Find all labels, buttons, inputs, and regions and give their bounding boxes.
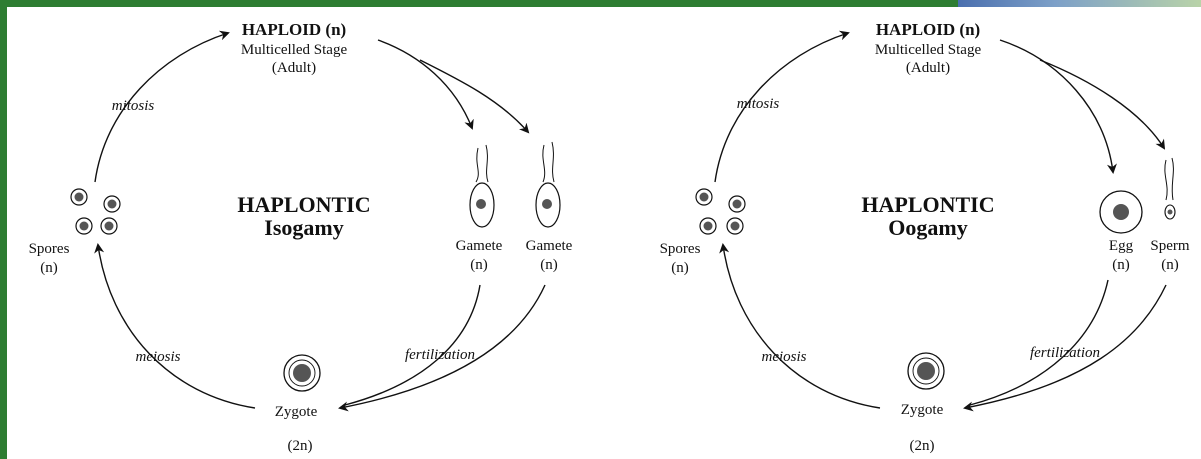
oogamy-diagram: HAPLOID (n) Multicelled Stage (Adult) HA… <box>660 20 1190 454</box>
mitosis-label: mitosis <box>112 98 155 114</box>
center-title: HAPLONTIC <box>861 192 994 217</box>
mitosis-label: mitosis <box>737 96 780 112</box>
fertilization-label: fertilization <box>1030 345 1100 361</box>
gamete-a-ploidy: (n) <box>470 257 488 273</box>
gamete-b-icon <box>535 141 561 228</box>
zygote-ploidy: (2n) <box>910 438 935 454</box>
sperm-label: Sperm <box>1150 238 1189 254</box>
haploid-to-egg-arrow <box>999 39 1117 174</box>
gamete-b-label: Gamete <box>526 238 573 254</box>
spores-label: Spores <box>660 241 701 257</box>
isogamy-diagram: HAPLOID (n) Multicelled Stage (Adult) HA… <box>29 20 573 454</box>
center-subtitle: Oogamy <box>888 215 967 240</box>
sperm-ploidy: (n) <box>1161 257 1179 273</box>
egg-label: Egg <box>1109 238 1134 254</box>
spores-icon <box>695 188 746 235</box>
frame-left-border <box>0 0 7 459</box>
meiosis-label: meiosis <box>762 349 807 365</box>
egg-icon <box>1099 190 1143 234</box>
spores-ploidy: (n) <box>671 260 689 276</box>
fertilization-arrow <box>963 284 1167 412</box>
meiosis-arrow <box>719 243 881 409</box>
frame-top-border <box>0 0 1201 7</box>
spores-ploidy: (n) <box>40 260 58 276</box>
center-title: HAPLONTIC <box>237 192 370 217</box>
haploid-title: HAPLOID (n) <box>876 20 980 39</box>
mitosis-arrow <box>94 30 230 183</box>
adult-label: (Adult) <box>272 60 316 76</box>
zygote-ploidy: (2n) <box>288 438 313 454</box>
haploid-to-sperm-arrow <box>1039 59 1166 150</box>
zygote-icon <box>283 354 321 392</box>
fertilization-arrow <box>338 284 546 412</box>
zygote-label: Zygote <box>275 404 318 420</box>
meiosis-label: meiosis <box>136 349 181 365</box>
zygote-icon <box>907 352 945 390</box>
corner-image-strip <box>958 0 1201 7</box>
egg-ploidy: (n) <box>1112 257 1130 273</box>
zygote-label: Zygote <box>901 402 944 418</box>
mitosis-arrow <box>714 30 850 183</box>
adult-label: (Adult) <box>906 60 950 76</box>
fertilization-label: fertilization <box>405 347 475 363</box>
spores-icon <box>70 188 121 235</box>
gamete-b-ploidy: (n) <box>540 257 558 273</box>
stage-label: Multicelled Stage <box>241 42 348 58</box>
fertilization-line-1 <box>344 284 481 406</box>
center-subtitle: Isogamy <box>264 215 343 240</box>
haploid-to-gamete-arrow-2 <box>419 59 530 134</box>
sperm-icon <box>1164 157 1176 220</box>
spores-label: Spores <box>29 241 70 257</box>
gamete-a-icon <box>469 144 495 228</box>
haploid-to-gamete-arrow-1 <box>377 39 474 130</box>
gamete-a-label: Gamete <box>456 238 503 254</box>
haploid-title: HAPLOID (n) <box>242 20 346 39</box>
stage-label: Multicelled Stage <box>875 42 982 58</box>
fertilization-line-1 <box>969 279 1109 406</box>
meiosis-arrow <box>94 243 256 409</box>
